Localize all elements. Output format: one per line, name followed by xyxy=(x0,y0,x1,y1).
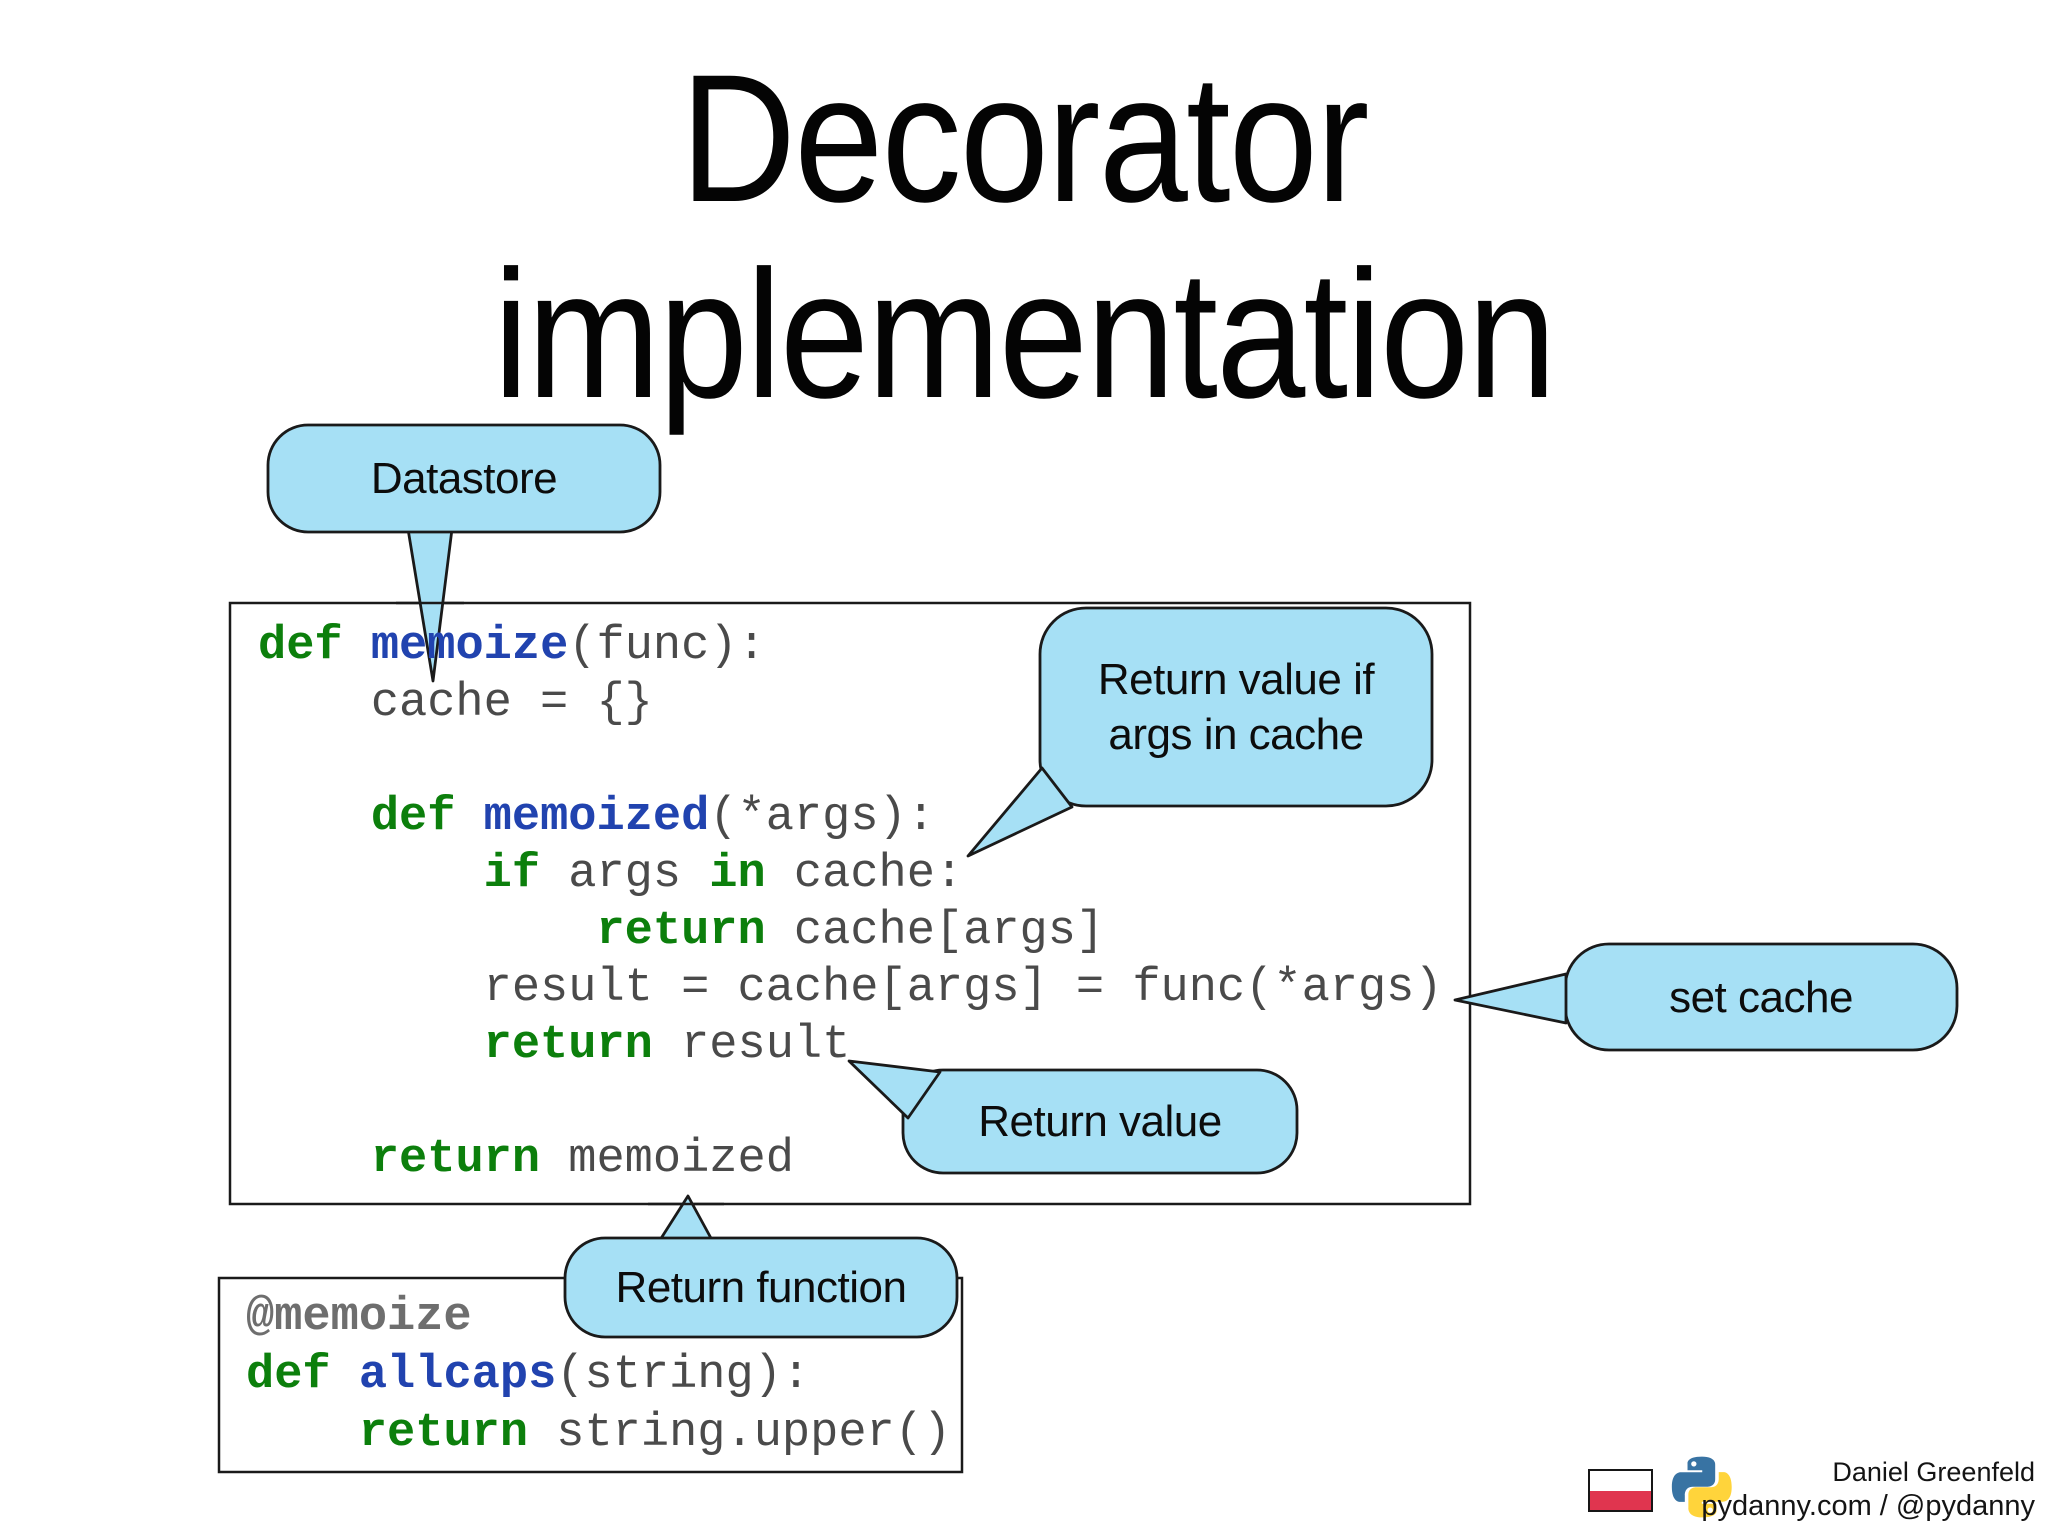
code-segment: @memoize xyxy=(246,1291,472,1344)
code-segment: (string): xyxy=(556,1349,811,1402)
slide-title-line2: implementation xyxy=(493,232,1556,436)
code-segment: in xyxy=(709,848,766,901)
code-segment xyxy=(258,1019,484,1072)
code-segment: cache = {} xyxy=(258,677,653,730)
code-segment: result xyxy=(652,1019,851,1072)
callout-text: Return function xyxy=(615,1263,907,1312)
code-segment: args xyxy=(540,848,710,901)
code-segment xyxy=(246,1407,359,1460)
code-segment: return xyxy=(483,1019,653,1072)
set-cache-callout-tail xyxy=(1453,972,1568,1025)
code-segment xyxy=(455,791,483,844)
code-line: result = cache[args] = func(*args) xyxy=(258,960,1443,1017)
return-value-if-callout-label: Return value if args in cache xyxy=(1040,608,1432,806)
code-segment: def xyxy=(370,791,456,844)
code-line: return result xyxy=(258,1017,1443,1074)
code-line: @memoize xyxy=(246,1289,951,1347)
python-logo-blue-snake xyxy=(1671,1456,1716,1502)
return-value-callout-label: Return value xyxy=(903,1070,1297,1173)
return-value-callout-tail xyxy=(847,1059,942,1120)
return-value-if-callout-bubble xyxy=(1038,606,1434,808)
code-segment: def xyxy=(246,1349,331,1402)
datastore-callout-label: Datastore xyxy=(268,425,660,532)
python-logo-icon xyxy=(1671,1456,1732,1518)
return-function-callout-bubble xyxy=(563,1236,959,1339)
code-segment: (func): xyxy=(568,620,766,673)
code-segment: allcaps xyxy=(358,1349,557,1402)
main-code-block: def memoize(func): cache = {} def memoiz… xyxy=(258,618,1443,1188)
code-segment: result = cache[args] = func(*args) xyxy=(258,962,1443,1015)
code-segment: cache[args] xyxy=(765,905,1105,958)
callout-text: Return value xyxy=(978,1097,1222,1146)
footer-handle: pydanny.com / @pydanny xyxy=(1701,1490,2035,1522)
footer-credits: Daniel Greenfeld pydanny.com / @pydanny xyxy=(1701,1456,2035,1524)
callout-text: set cache xyxy=(1669,972,1853,1022)
code-segment xyxy=(258,1133,371,1186)
code-segment xyxy=(258,791,371,844)
code-line: def allcaps(string): xyxy=(246,1347,951,1405)
code-segment: memoized xyxy=(483,791,710,844)
code-segment: memoized xyxy=(540,1133,794,1186)
code-line: return string.upper() xyxy=(246,1405,951,1463)
code-line: if args in cache: xyxy=(258,846,1443,903)
code-segment: (*args): xyxy=(709,791,935,844)
code-segment: memoize xyxy=(370,620,569,673)
slide-title: Decorator implementation xyxy=(123,40,1925,432)
footer-author: Daniel Greenfeld xyxy=(1832,1457,2035,1487)
poland-flag-icon xyxy=(1588,1469,1653,1512)
code-segment xyxy=(343,620,371,673)
return-function-callout-label: Return function xyxy=(565,1238,957,1337)
datastore-callout-bubble xyxy=(266,423,662,534)
code-line: return memoized xyxy=(258,1131,1443,1188)
code-line: return cache[args] xyxy=(258,903,1443,960)
python-logo-yellow-snake xyxy=(1688,1472,1732,1518)
code-segment: if xyxy=(483,848,541,901)
slide-title-line1: Decorator xyxy=(680,36,1369,240)
code-segment xyxy=(258,848,484,901)
code-segment: return xyxy=(370,1133,541,1186)
code-line: def memoize(func): xyxy=(258,618,1443,675)
code-line: cache = {} xyxy=(258,675,1443,732)
return-value-if-callout-tail xyxy=(966,766,1074,858)
return-value-callout-bubble xyxy=(901,1068,1299,1175)
code-segment xyxy=(331,1349,359,1402)
set-cache-callout-label: set cache xyxy=(1565,944,1957,1050)
code-segment: string.upper() xyxy=(528,1407,952,1460)
code-line: def memoized(*args): xyxy=(258,789,1443,846)
code-segment: cache: xyxy=(765,848,964,901)
code-segment: return xyxy=(358,1407,529,1460)
callout-text: Return value if xyxy=(1097,655,1375,704)
callout-text: Datastore xyxy=(370,454,558,503)
callout-text: args in cache xyxy=(1108,710,1364,759)
code-segment xyxy=(258,905,596,958)
flag-red-stripe xyxy=(1590,1490,1651,1510)
code-segment: def xyxy=(258,620,343,673)
code-segment: return xyxy=(596,905,766,958)
